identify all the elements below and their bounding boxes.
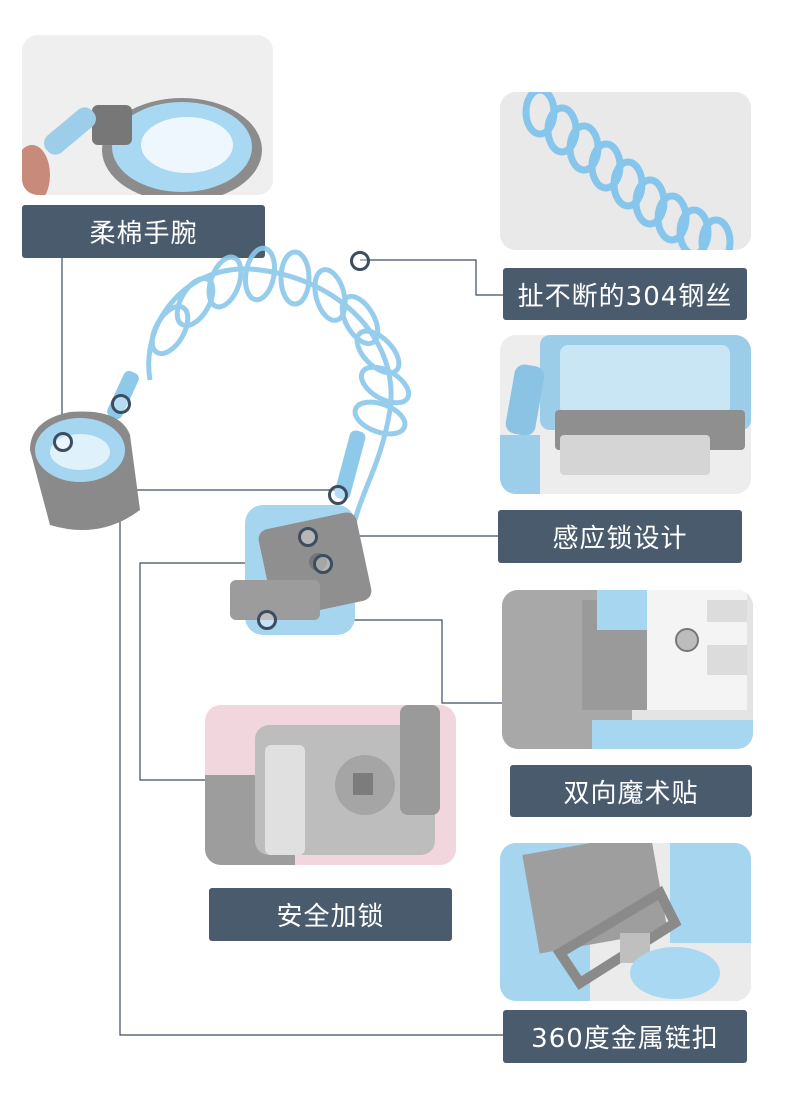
left-cuff-icon (30, 370, 140, 530)
photo-soft-wrist (22, 35, 273, 195)
callout-dot-wire (350, 251, 370, 271)
callout-dot-safety (313, 554, 333, 574)
right-cuff-icon (230, 430, 372, 635)
callout-dot-cable (328, 485, 348, 505)
label-sensor-lock: 感应锁设计 (498, 510, 742, 563)
callout-dot-buckle (111, 394, 131, 414)
label-steel-wire: 扯不断的304钢丝 (503, 268, 747, 320)
coil-illustration (500, 92, 751, 250)
sensor-lock-illustration (500, 335, 751, 494)
wristband-illustration (22, 35, 273, 195)
label-safety-lock: 安全加锁 (209, 888, 452, 941)
callout-dot-velcro (257, 610, 277, 630)
label-velcro: 双向魔术贴 (510, 765, 752, 817)
metal-buckle-illustration (500, 843, 751, 1001)
photo-metal-buckle (500, 843, 751, 1001)
photo-safety-lock (205, 705, 456, 865)
photo-sensor-lock (500, 335, 751, 494)
coil-cable-icon (146, 245, 412, 541)
callout-dot-wrist (53, 432, 73, 452)
product-illustration (30, 245, 412, 635)
safety-lock-illustration (205, 705, 456, 865)
photo-steel-wire (500, 92, 751, 250)
label-soft-wrist: 柔棉手腕 (22, 205, 265, 258)
label-metal-buckle: 360度金属链扣 (503, 1010, 747, 1063)
callout-dot-sensor (298, 527, 318, 547)
velcro-illustration (502, 590, 753, 749)
photo-velcro (502, 590, 753, 749)
